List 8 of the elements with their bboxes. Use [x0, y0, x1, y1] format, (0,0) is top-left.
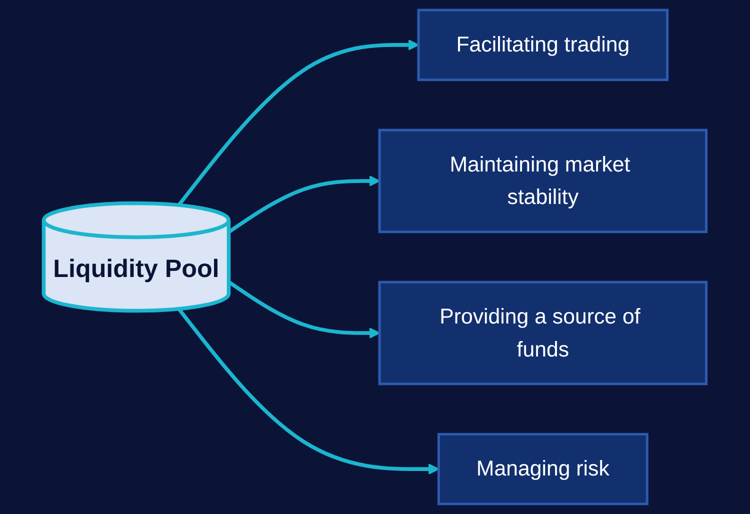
node-box: Providing a source of funds [378, 280, 708, 386]
node-box: Maintaining market stability [378, 128, 708, 234]
arrow [228, 280, 380, 339]
arrow [177, 39, 420, 206]
arrow [228, 175, 380, 234]
node-box: Managing risk [437, 432, 648, 506]
node-box: Facilitating trading [417, 8, 669, 82]
arrow [177, 308, 440, 475]
